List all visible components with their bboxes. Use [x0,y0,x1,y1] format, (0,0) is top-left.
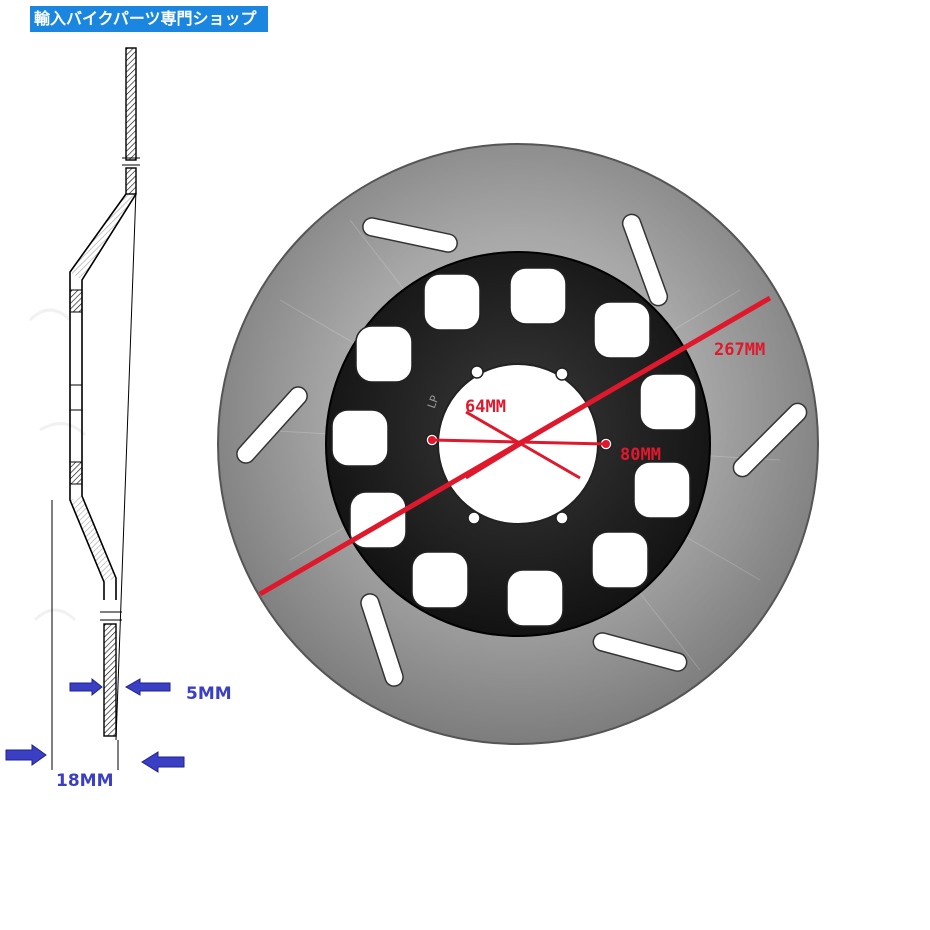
profile-bottom-flange [103,623,117,737]
arrow-right-icon [5,744,47,766]
offset-label: 18MM [56,771,114,791]
profile-top-flange [125,47,137,161]
arrow-left-icon [141,751,185,773]
shop-banner: 輸入バイクパーツ専門ショップ [30,6,268,32]
offset-arrows [5,744,185,773]
center-bore-label: 64MM [465,397,506,417]
dimension-lines [258,295,772,597]
thickness-arrows [69,677,171,697]
center-bore-line-2 [465,406,581,480]
disc-slots [236,213,808,687]
bolt-circle-label: 80MM [620,445,661,465]
thickness-label: 5MM [186,684,232,704]
outer-diameter-label: 267MM [714,340,765,360]
hub-marking: LP [425,393,442,410]
arrow-right-icon [69,677,103,697]
side-profile-drawing [28,47,140,770]
center-bore-line [465,410,581,480]
arrow-left-icon [124,678,171,696]
outer-diameter-line [258,295,772,597]
hub-windows [331,267,697,627]
bolt-holes [425,365,613,525]
